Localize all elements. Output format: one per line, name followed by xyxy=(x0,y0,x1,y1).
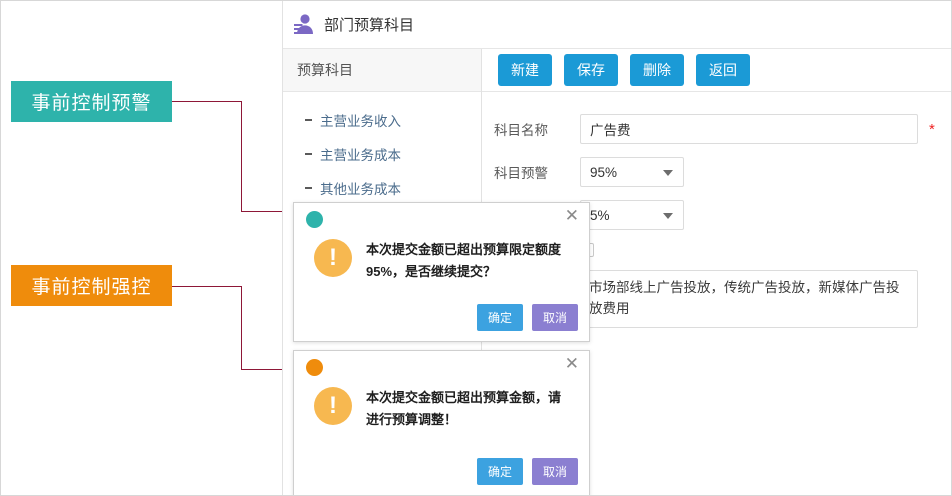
tree-collapse-icon[interactable] xyxy=(305,186,312,189)
dialog-pre-control-warning: ✕ ! 本次提交金额已超出预算限定额度95%，是否继续提交？ 确定 取消 xyxy=(293,202,590,342)
required-mark: * xyxy=(929,120,935,138)
dialog-marker-dot-icon xyxy=(306,211,323,228)
form-row-subject-warning: 科目预警 95% xyxy=(482,157,951,187)
warning-threshold-value: 95% xyxy=(590,164,618,180)
warning-icon: ! xyxy=(314,387,352,425)
tree-collapse-icon[interactable] xyxy=(305,152,312,155)
dialog-message: 本次提交金额已超出预算金额，请进行预算调整！ xyxy=(366,390,562,427)
description-textarea[interactable]: 市场部线上广告投放，传统广告投放，新媒体广告投放费用 xyxy=(580,270,918,328)
dialog-content: ! 本次提交金额已超出预算限定额度95%，是否继续提交？ xyxy=(294,203,589,283)
app-header: 部门预算科目 xyxy=(283,1,951,49)
connector-line-strict-horizontal xyxy=(172,286,242,287)
connector-line-strict-horizontal-2 xyxy=(241,369,294,370)
form-row-subject-name: 科目名称 * xyxy=(482,114,951,144)
new-button[interactable]: 新建 xyxy=(498,54,552,86)
connector-line-warning-horizontal xyxy=(172,101,242,102)
subject-warning-label: 科目预警 xyxy=(494,166,548,181)
dialog-message: 本次提交金额已超出预算限定额度95%，是否继续提交？ xyxy=(366,242,562,279)
tree-item-other-business-cost[interactable]: 其他业务成本 xyxy=(283,176,481,199)
subject-name-input[interactable] xyxy=(580,114,918,144)
form-panel: 新建 保存 删除 返回 科目名称 * 科目预警 95% xyxy=(482,49,951,495)
annotation-label-text: 事前控制强控 xyxy=(31,277,152,298)
form-row-description: 市场部线上广告投放，传统广告投放，新媒体广告投放费用 xyxy=(482,270,951,328)
dialog-footer: 确定 取消 xyxy=(476,304,578,331)
tree-list: 主营业务收入 主营业务成本 其他业务成本 xyxy=(283,92,481,199)
subject-name-label: 科目名称 xyxy=(494,123,548,138)
close-icon[interactable]: ✕ xyxy=(564,354,579,373)
toolbar: 新建 保存 删除 返回 xyxy=(482,49,951,92)
save-button[interactable]: 保存 xyxy=(564,54,618,86)
tree-item-main-business-income[interactable]: 主营业务收入 xyxy=(283,108,481,131)
annotation-label-text: 事前控制预警 xyxy=(31,93,152,114)
warning-threshold-select[interactable]: 95% xyxy=(580,157,684,187)
cancel-button[interactable]: 取消 xyxy=(531,304,578,331)
app-body: 预算科目 主营业务收入 主营业务成本 其他业务成本 xyxy=(283,49,951,495)
tree-panel-header: 预算科目 xyxy=(283,49,481,92)
tree-item-main-business-cost[interactable]: 主营业务成本 xyxy=(283,142,481,165)
dialog-footer: 确定 取消 xyxy=(476,458,578,485)
tree-item-label: 其他业务成本 xyxy=(320,181,401,197)
connector-line-warning-horizontal-2 xyxy=(241,211,294,212)
close-icon[interactable]: ✕ xyxy=(564,206,579,225)
delete-button[interactable]: 删除 xyxy=(630,54,684,86)
annotation-label-pre-control-warning: 事前控制预警 xyxy=(11,81,172,122)
tree-item-label: 主营业务收入 xyxy=(320,113,401,129)
back-button[interactable]: 返回 xyxy=(696,54,750,86)
annotation-label-pre-control-strict: 事前控制强控 xyxy=(11,265,172,306)
second-threshold-select[interactable]: 5% xyxy=(580,200,684,230)
dialog-content: ! 本次提交金额已超出预算金额，请进行预算调整！ xyxy=(294,351,589,431)
connector-line-warning-vertical xyxy=(241,101,242,211)
cancel-button[interactable]: 取消 xyxy=(531,458,578,485)
department-user-icon xyxy=(293,13,315,37)
chevron-down-icon[interactable] xyxy=(663,213,673,219)
form-rows: 科目名称 * 科目预警 95% 5% xyxy=(482,92,951,328)
warning-icon: ! xyxy=(314,239,352,277)
confirm-button[interactable]: 确定 xyxy=(476,304,523,331)
dialog-marker-dot-icon xyxy=(306,359,323,376)
chevron-down-icon[interactable] xyxy=(663,170,673,176)
second-threshold-value: 5% xyxy=(590,207,610,223)
form-row-second-select: 5% xyxy=(482,200,951,230)
connector-line-strict-vertical xyxy=(241,286,242,370)
tree-collapse-icon[interactable] xyxy=(305,118,312,121)
dialog-pre-control-strict: ✕ ! 本次提交金额已超出预算金额，请进行预算调整！ 确定 取消 xyxy=(293,350,590,495)
tree-item-label: 主营业务成本 xyxy=(320,147,401,163)
confirm-button[interactable]: 确定 xyxy=(476,458,523,485)
budget-tree-panel: 预算科目 主营业务收入 主营业务成本 其他业务成本 xyxy=(283,49,482,495)
page-title: 部门预算科目 xyxy=(324,17,415,34)
